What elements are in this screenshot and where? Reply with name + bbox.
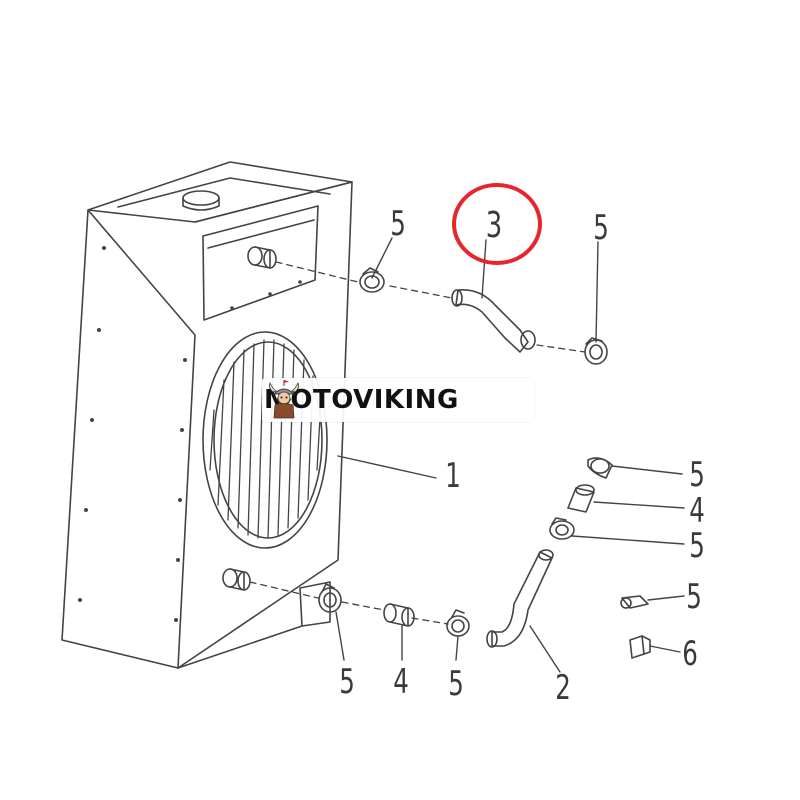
callout-hose-upper: 3 xyxy=(485,205,503,246)
callout-clip-bracket: 6 xyxy=(682,634,698,674)
clamp-upper-left xyxy=(359,267,385,293)
callout-clamp-right-top: 5 xyxy=(689,455,705,495)
connection-lines xyxy=(249,261,586,625)
callout-sleeve-right: 4 xyxy=(689,491,705,531)
clamp-right-mid xyxy=(549,517,575,540)
callout-clamp-right-mid: 5 xyxy=(689,526,705,566)
callout-radiator: 1 xyxy=(445,456,461,496)
callout-clamp-upper-left: 5 xyxy=(390,204,406,244)
callout-clip-loose: 5 xyxy=(686,577,702,617)
clamp-right-top xyxy=(587,457,613,479)
highlight-circle xyxy=(452,183,542,265)
leader-lines xyxy=(335,237,685,673)
sleeve-bottom xyxy=(383,603,415,627)
callout-clamp-upper-right: 5 xyxy=(593,208,609,248)
sleeve-right xyxy=(567,484,595,513)
clip-loose xyxy=(620,595,649,609)
callout-hose-lower: 2 xyxy=(555,668,571,708)
upper-hose xyxy=(451,288,536,353)
clip-bracket xyxy=(629,635,651,659)
clamp-bottom-mid xyxy=(446,609,470,637)
viking-mascot-icon xyxy=(269,380,299,419)
watermark-banner: MOTOVIKING xyxy=(262,378,534,422)
clamp-bottom-left xyxy=(318,583,342,613)
lower-hose xyxy=(486,549,554,648)
lower-outlet-pipe xyxy=(222,568,251,591)
upper-outlet-pipe xyxy=(247,246,277,269)
callout-clamp-bottom-mid: 5 xyxy=(448,664,464,704)
callout-sleeve-bottom: 4 xyxy=(393,662,409,702)
callout-clamp-bottom-left: 5 xyxy=(339,662,355,702)
radiator-assembly xyxy=(61,161,353,669)
